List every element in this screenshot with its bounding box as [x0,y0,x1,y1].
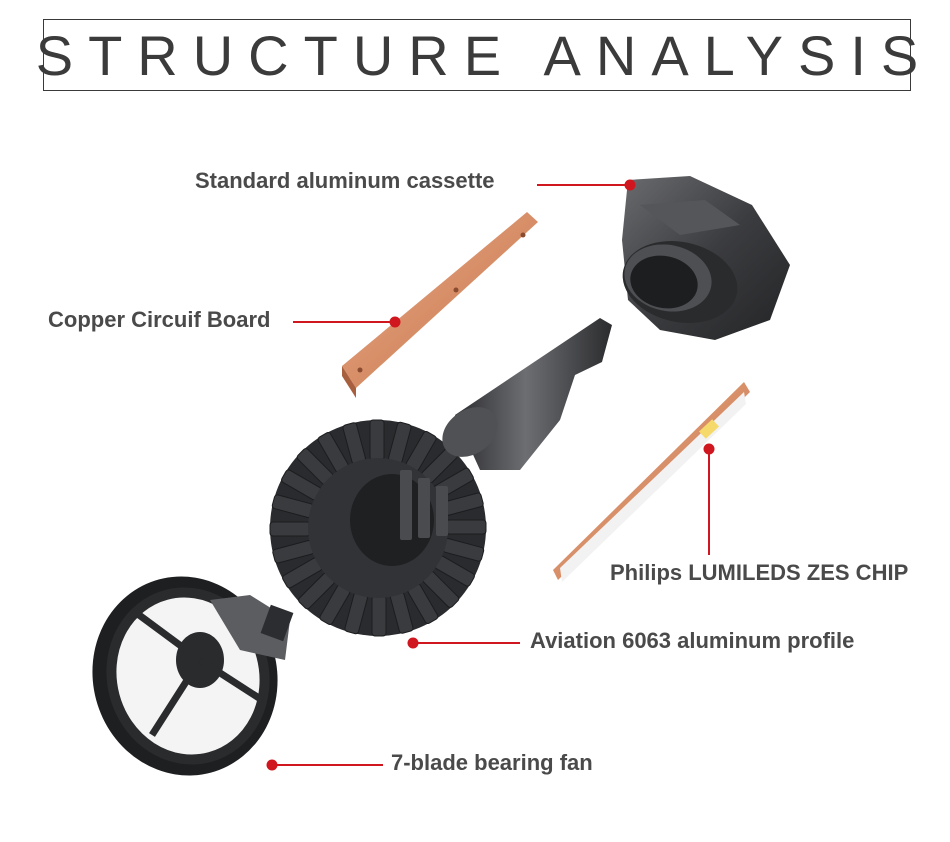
leader-lines [266,179,715,771]
label-circuit-board: Copper Circuif Board [48,307,271,332]
led-chip-board-part [553,382,750,582]
aluminum-cassette-part [622,176,790,340]
label-cassette: Standard aluminum cassette [195,168,495,193]
copper-circuit-board-part [342,212,538,398]
leader-dot-profile [407,637,419,649]
label-profile: Aviation 6063 aluminum profile [530,628,855,653]
label-chip: Philips LUMILEDS ZES CHIP [610,560,909,585]
aluminum-profile-body-part [269,318,612,637]
title-box: STRUCTURE ANALYSIS [36,19,918,91]
label-fan: 7-blade bearing fan [391,750,593,775]
leader-dot-fan [266,759,278,771]
leader-dot-chip [703,443,715,455]
leader-dot-cassette [624,179,636,191]
leader-dot-circuit-board [389,316,401,328]
bearing-fan-part [92,576,294,776]
page-title: STRUCTURE ANALYSIS [35,23,934,87]
